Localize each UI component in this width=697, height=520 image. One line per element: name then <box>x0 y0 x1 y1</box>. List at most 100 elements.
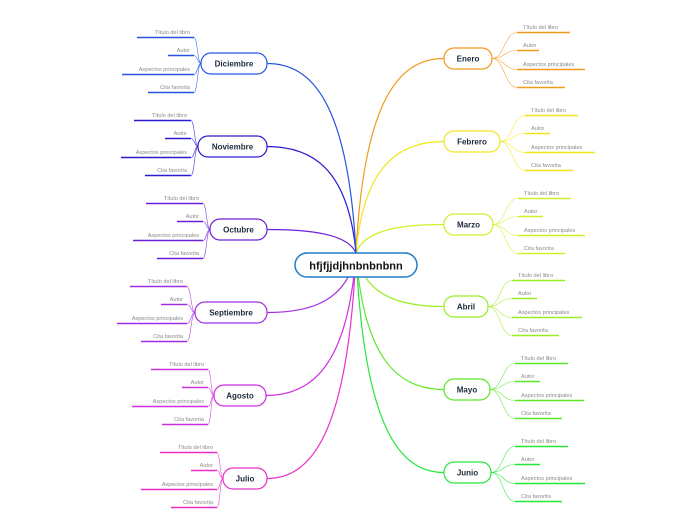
leaf-connector <box>186 304 196 313</box>
leaf-febrero-3[interactable]: Aspectos principales <box>525 145 595 154</box>
leaf-octubre-2[interactable]: Autor <box>177 214 203 223</box>
branch-enero[interactable]: Enero <box>443 47 493 70</box>
branch-abril[interactable]: Abril <box>443 295 489 318</box>
branch-label: Febrero <box>457 138 487 147</box>
connector-febrero <box>355 140 445 254</box>
branch-octubre[interactable]: Octubre <box>209 218 268 241</box>
leaf-label: Cita favorita <box>160 85 191 91</box>
leaf-label: Cita favorita <box>169 251 200 257</box>
leaf-marzo-3[interactable]: Aspectos principales <box>518 228 585 237</box>
leaf-label: Cita favorita <box>531 163 562 169</box>
connector-julio <box>266 252 357 480</box>
branch-node-box <box>197 135 268 158</box>
leaf-junio-4[interactable]: Cita favorita <box>515 494 562 503</box>
branch-label: Mayo <box>457 386 478 395</box>
leaf-julio-3[interactable]: Aspectos principales <box>141 482 217 491</box>
leaf-abril-2[interactable]: Autor <box>512 291 537 300</box>
branch-label: Agosto <box>226 392 254 401</box>
leaf-label: Autor <box>191 380 205 386</box>
leaf-febrero-2[interactable]: Autor <box>525 126 550 135</box>
leaf-enero-2[interactable]: Autor <box>517 43 539 52</box>
leaf-junio-2[interactable]: Autor <box>515 457 540 466</box>
central-topic[interactable]: hfjfjjdjhnbnbnbnn <box>294 252 418 278</box>
leaf-enero-3[interactable]: Aspectos principales <box>517 62 585 71</box>
connector-octubre <box>266 228 357 254</box>
leaf-connector <box>491 58 518 70</box>
leaf-octubre-1[interactable]: Título del libro <box>146 196 203 205</box>
leaf-label: Título del libro <box>531 108 566 114</box>
leaf-agosto-4[interactable]: Cita favorita <box>162 417 208 426</box>
leaf-enero-4[interactable]: Cita favorita <box>517 80 565 89</box>
leaf-diciembre-4[interactable]: Cita favorita <box>148 85 194 94</box>
branch-junio[interactable]: Junio <box>443 461 492 484</box>
branch-node-box <box>443 213 494 236</box>
leaf-julio-2[interactable]: Autor <box>191 463 217 472</box>
branch-mayo[interactable]: Mayo <box>443 378 491 401</box>
leaf-junio-3[interactable]: Aspectos principales <box>515 476 585 485</box>
branch-label: Enero <box>457 55 480 64</box>
leaf-julio-1[interactable]: Título del libro <box>160 445 217 454</box>
leaf-septiembre-3[interactable]: Aspectos principales <box>117 316 187 325</box>
leaf-octubre-3[interactable]: Aspectos principales <box>133 233 203 242</box>
leaf-noviembre-4[interactable]: Cita favorita <box>145 168 191 177</box>
branch-label: Julio <box>236 475 255 484</box>
leaf-label: Cita favorita <box>153 334 184 340</box>
central-topic-label: hfjfjjdjhnbnbnbnn <box>309 261 403 273</box>
leaf-connector <box>499 115 526 142</box>
leaf-connector <box>490 446 516 473</box>
leaf-enero-1[interactable]: Título del libro <box>517 25 570 34</box>
branch-node-box <box>194 301 268 324</box>
leaf-label: Aspectos principales <box>153 399 205 405</box>
leaf-abril-3[interactable]: Aspectos principales <box>512 310 582 319</box>
leaf-diciembre-3[interactable]: Aspectos principales <box>122 67 194 76</box>
leaf-noviembre-3[interactable]: Aspectos principales <box>121 150 191 159</box>
leaf-junio-1[interactable]: Título del libro <box>515 439 568 448</box>
leaf-marzo-4[interactable]: Cita favorita <box>518 246 565 255</box>
branch-agosto[interactable]: Agosto <box>213 384 267 407</box>
leaf-label: Autor <box>518 291 532 297</box>
branch-diciembre[interactable]: Diciembre <box>200 52 268 75</box>
leaf-label: Aspectos principales <box>136 150 188 156</box>
branch-febrero[interactable]: Febrero <box>443 130 501 153</box>
branch-marzo[interactable]: Marzo <box>443 213 494 236</box>
leaf-mayo-4[interactable]: Cita favorita <box>515 411 562 420</box>
leaf-mayo-3[interactable]: Aspectos principales <box>515 393 584 402</box>
leaf-agosto-1[interactable]: Título del libro <box>151 362 208 371</box>
leaf-agosto-3[interactable]: Aspectos principales <box>132 399 208 408</box>
leaf-connector <box>492 216 519 225</box>
connector-enero <box>355 57 445 254</box>
leaf-connector <box>491 32 518 59</box>
branch-septiembre[interactable]: Septiembre <box>194 301 268 324</box>
leaf-septiembre-2[interactable]: Autor <box>161 297 187 306</box>
leaf-mayo-1[interactable]: Título del libro <box>515 356 568 365</box>
leaf-noviembre-1[interactable]: Título del libro <box>134 113 191 122</box>
leaf-label: Título del libro <box>521 439 556 445</box>
leaf-febrero-1[interactable]: Título del libro <box>525 108 578 117</box>
branch-noviembre[interactable]: Noviembre <box>197 135 268 158</box>
leaf-septiembre-1[interactable]: Título del libro <box>130 279 187 288</box>
branch-node-box <box>213 384 267 407</box>
leaf-label: Autor <box>174 131 188 137</box>
leaf-marzo-1[interactable]: Título del libro <box>518 191 571 200</box>
leaf-septiembre-4[interactable]: Cita favorita <box>141 334 187 343</box>
leaf-connector <box>193 63 202 93</box>
leaf-marzo-2[interactable]: Autor <box>518 209 543 218</box>
leaf-noviembre-2[interactable]: Autor <box>165 131 191 140</box>
leaf-abril-1[interactable]: Título del libro <box>512 273 565 282</box>
leaf-febrero-4[interactable]: Cita favorita <box>525 163 573 172</box>
leaf-label: Título del libro <box>155 30 190 36</box>
leaf-diciembre-1[interactable]: Título del libro <box>137 30 194 39</box>
leaf-connector <box>490 472 516 484</box>
leaf-connector <box>202 229 211 259</box>
leaf-agosto-2[interactable]: Autor <box>182 380 208 389</box>
leaf-diciembre-2[interactable]: Autor <box>168 48 194 57</box>
leaf-label: Título del libro <box>523 25 558 31</box>
leaf-abril-4[interactable]: Cita favorita <box>512 328 559 337</box>
branch-node-box <box>443 461 492 484</box>
leaf-connector <box>492 224 519 236</box>
leaf-octubre-4[interactable]: Cita favorita <box>157 251 203 260</box>
leaf-connector <box>216 478 224 508</box>
branch-julio[interactable]: Julio <box>222 467 268 490</box>
leaf-julio-4[interactable]: Cita favorita <box>171 500 217 509</box>
leaf-mayo-2[interactable]: Autor <box>515 374 540 383</box>
